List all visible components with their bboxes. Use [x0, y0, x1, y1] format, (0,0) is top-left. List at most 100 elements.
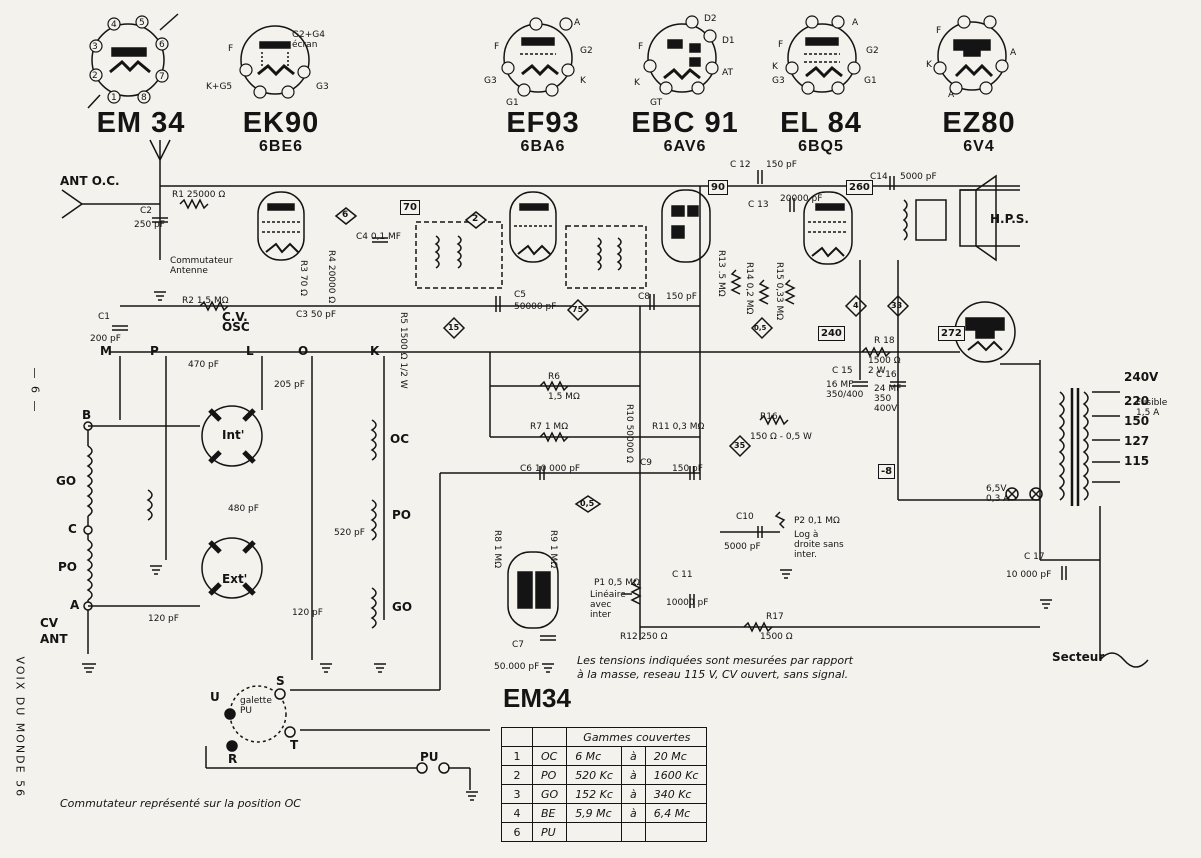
- band-code: PU: [531, 822, 568, 842]
- voltage-diamond: 35: [734, 441, 746, 450]
- tube-el84-header: EL 84 6BQ5: [776, 108, 866, 156]
- r7-label: R7 1 MΩ: [530, 422, 569, 432]
- pin-label: A: [1010, 48, 1017, 58]
- ef93-base-diagram: [503, 23, 573, 93]
- table-row: 6 PU: [501, 822, 708, 842]
- r15-label: R15 0,33 MΩ: [774, 262, 784, 321]
- band-code: OC: [531, 746, 568, 766]
- r16-label: R16: [760, 412, 778, 422]
- band-number: 2: [501, 765, 533, 785]
- band-a: à: [620, 803, 646, 823]
- pin-label: K: [926, 60, 932, 70]
- table-row: 4 BE 5,9 Mc à 6,4 Mc: [501, 803, 708, 823]
- note-line: à la masse, reseau 115 V, CV ouvert, san…: [577, 668, 849, 681]
- cv-label: CV: [40, 616, 59, 630]
- pin-label: F: [638, 42, 644, 52]
- band-number: 6: [501, 822, 533, 842]
- tube-ebc91-header: EBC 91 6AV6: [630, 108, 740, 156]
- pin-label: G2: [866, 46, 879, 56]
- table-header-row: Gammes couvertes: [501, 727, 708, 747]
- antenna-label: ANT O.C.: [60, 174, 120, 188]
- r9-label: R9 1 MΩ: [548, 530, 558, 569]
- c10-label: C10: [736, 512, 754, 522]
- mains-tap: 127: [1124, 434, 1150, 448]
- r11-label: R11 0,3 MΩ: [652, 422, 705, 432]
- band-from: 152 Kc: [566, 784, 622, 804]
- r2-label: R2 1,5 MΩ: [182, 296, 229, 306]
- pin-number: 2: [92, 71, 98, 81]
- c13-value: 20000 pF: [780, 194, 823, 204]
- band-from: [566, 822, 622, 842]
- tube-ez80-header: EZ80 6V4: [934, 108, 1024, 156]
- pin-label: A: [948, 90, 955, 100]
- switch-position-footnote: Commutateur représenté sur la position O…: [60, 797, 301, 810]
- pin-label: G3: [316, 82, 329, 92]
- tube-equivalent: 6AV6: [663, 138, 707, 155]
- coil-go-label: GO: [392, 600, 413, 614]
- c2-label: C2: [140, 206, 153, 216]
- r6-value: 1,5 MΩ: [548, 392, 580, 402]
- band-a: à: [620, 765, 646, 785]
- c15-label: C 15: [832, 366, 853, 376]
- coil-tap-label: PO: [58, 560, 77, 574]
- band-from: 520 Kc: [566, 765, 622, 785]
- voltage-box: 272: [938, 326, 965, 341]
- band-a: à: [620, 746, 646, 766]
- mains-label: Secteur: [1052, 650, 1105, 664]
- switch-int-label: Int': [222, 428, 245, 442]
- c9-label: C9: [640, 458, 653, 468]
- band-code: GO: [531, 784, 568, 804]
- c16-label: C 16: [876, 370, 897, 380]
- r5-label: R5 1500 Ω 1/2 W: [398, 312, 408, 389]
- c8-label: C8: [638, 292, 651, 302]
- tube-ef93-header: EF93 6BA6: [498, 108, 588, 156]
- speaker-label: H.P.S.: [990, 212, 1029, 226]
- table-row: 3 GO 152 Kc à 340 Kc: [501, 784, 708, 804]
- tube-equivalent: 6BE6: [258, 138, 304, 155]
- band-to: 340 Kc: [644, 784, 708, 804]
- c1-value: 200 pF: [90, 334, 121, 344]
- pu-wafer-label: galette PU: [240, 696, 272, 716]
- table-cell: [531, 727, 568, 747]
- pin-label: D1: [722, 36, 735, 46]
- mains-tap: 115: [1124, 454, 1150, 468]
- r3-label: R3 70 Ω: [298, 260, 308, 297]
- pin-label: F: [778, 40, 784, 50]
- pin-number: 1: [111, 93, 117, 103]
- c5-value: 50000 pF: [514, 302, 557, 312]
- pin-label: G3: [772, 76, 785, 86]
- pin-label: D2: [704, 14, 717, 24]
- c9-value: 150 pF: [672, 464, 703, 474]
- antenna-switch-label: Commutateur Antenne: [170, 256, 233, 276]
- band-to: 20 Mc: [644, 746, 708, 766]
- pin-number: 3: [92, 42, 98, 52]
- voltage-box: 90: [708, 180, 728, 195]
- measurement-note: Les tensions indiquées sont mesurées par…: [577, 654, 853, 682]
- voltage-diamond: 15: [448, 323, 460, 332]
- cap-120a-label: 120 pF: [148, 614, 179, 624]
- switch-col-label: K: [370, 344, 380, 358]
- voltage-box: 70: [400, 200, 420, 215]
- table-row: 1 OC 6 Mc à 20 Mc: [501, 746, 708, 766]
- frequency-bands-table: Gammes couvertes 1 OC 6 Mc à 20 Mc 2 PO …: [501, 727, 708, 842]
- switch-col-label: P: [150, 344, 159, 358]
- tube-name: EF93: [506, 107, 580, 139]
- tube-name: EZ80: [942, 107, 1016, 139]
- c15-value: 16 MF 350/400: [826, 380, 864, 400]
- tube-ek90-header: EK90 6BE6: [236, 108, 326, 156]
- el84-base-diagram: [787, 23, 857, 93]
- c3-label: C3 50 pF: [296, 310, 337, 320]
- coil-tap-label: GO: [56, 474, 77, 488]
- cap-520-label: 520 pF: [334, 528, 365, 538]
- c7-value: 50.000 pF: [494, 662, 540, 672]
- switch-col-label: M: [100, 344, 112, 358]
- coil-tap-label: A: [70, 598, 80, 612]
- pin-number: 6: [159, 40, 165, 50]
- switch-position: S: [276, 674, 285, 688]
- pin-label: A: [574, 18, 581, 28]
- voltage-diamond: 2: [472, 214, 479, 224]
- pin-label: G2: [580, 46, 593, 56]
- voltage-box: 240: [818, 326, 845, 341]
- c11-label: C 11: [672, 570, 693, 580]
